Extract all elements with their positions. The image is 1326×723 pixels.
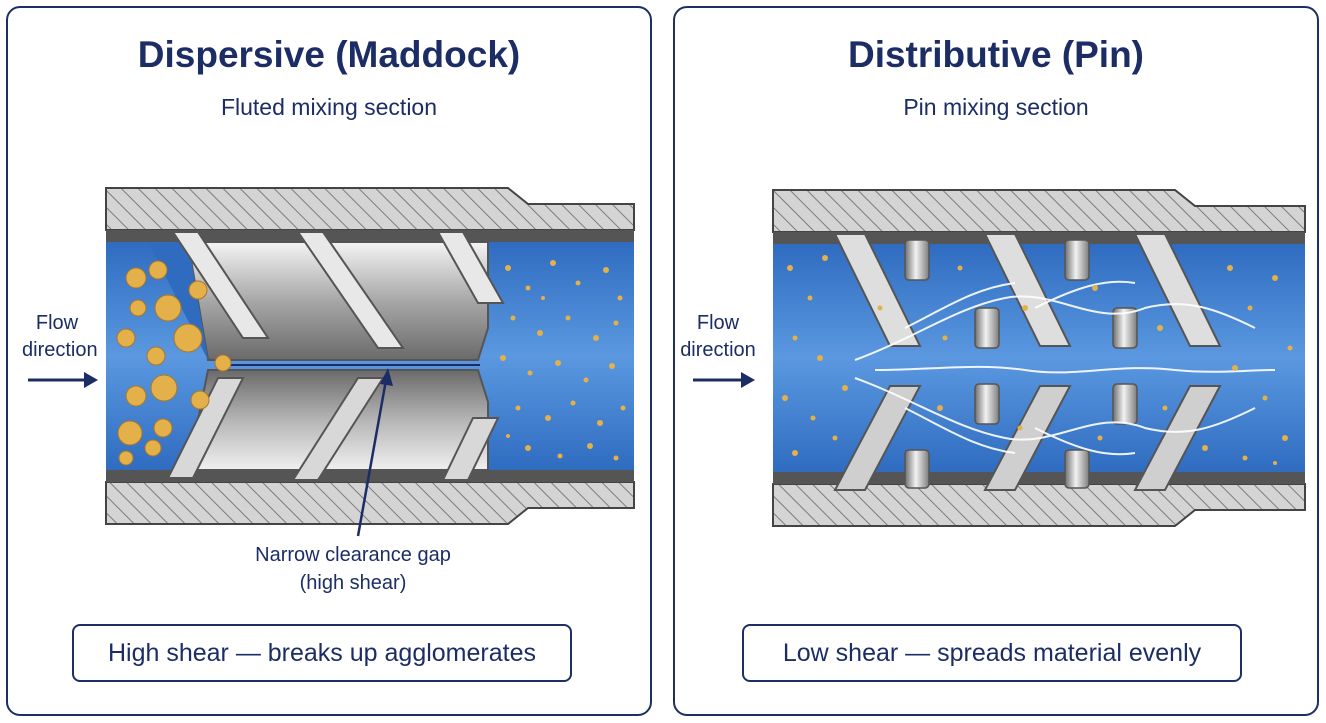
flight-bars-lower	[833, 385, 1222, 491]
flute-channels-upper	[171, 231, 505, 349]
flow-direction-label: Flow direction	[680, 312, 756, 361]
flight-bars-upper	[833, 233, 1222, 347]
barrel-wall-top	[105, 187, 635, 231]
dispersive-subtitle: Fluted mixing section	[220, 94, 438, 120]
distributive-subtitle: Pin mixing section	[903, 94, 1089, 120]
gap-pointer-arrow	[356, 368, 393, 537]
distributive-title: Distributive (Pin)	[847, 34, 1145, 75]
dispersed-particles	[500, 260, 626, 461]
barrel-wall-top	[772, 189, 1306, 233]
distributive-caption: Low shear — spreads material evenly	[742, 624, 1242, 682]
dispersive-panel: Dispersive (Maddock) Fluted mixing secti…	[6, 6, 652, 716]
dispersive-title: Dispersive (Maddock)	[137, 34, 521, 75]
flow-direction-arrow	[28, 372, 98, 388]
maddock-mixer-diagram	[28, 187, 635, 537]
agglomerate-clusters	[116, 260, 232, 466]
distributive-panel: Distributive (Pin) Pin mixing section	[673, 6, 1319, 716]
pin-mixer-diagram	[693, 189, 1306, 527]
flow-streamlines	[854, 280, 1276, 456]
flute-channels-lower	[166, 377, 500, 481]
barrel-wall-bottom	[105, 481, 635, 525]
flow-direction-arrow	[693, 372, 755, 388]
dispersive-caption: High shear — breaks up agglomerates	[72, 624, 572, 682]
flow-direction-label: Flow direction	[22, 312, 98, 361]
distributed-particles	[782, 255, 1293, 465]
clearance-gap-label: Narrow clearance gap (high shear)	[255, 544, 451, 594]
mixing-pins	[904, 239, 1138, 489]
